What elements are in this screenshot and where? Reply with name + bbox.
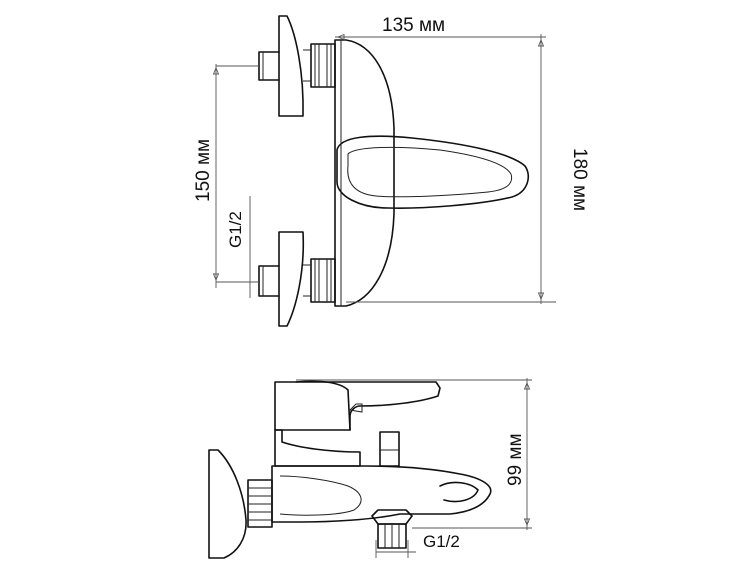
diverter-button [379,431,400,467]
top-view: 135 мм 180 мм 150 мм G1/2 [193,15,590,327]
upper-wall-flange [278,15,304,117]
spout-tip [439,481,479,503]
side-height-label: 99 мм [505,433,526,486]
side-thread-label: G1/2 [423,532,460,551]
side-body [271,465,492,523]
mixer-body [334,39,395,307]
top-spacing-label: 150 мм [193,139,214,202]
mixer-cap [274,429,361,467]
lower-inlet-pipe [258,265,280,297]
side-lever-notch [348,403,363,413]
side-lever-handle [295,381,441,431]
lever-handle-inner [347,146,513,198]
side-body-contour [279,475,362,516]
top-thread-label: G1/2 [226,211,245,248]
side-view: 99 мм G1/2 [208,378,532,559]
lever-handle [336,135,529,209]
lower-wall-flange [278,231,305,327]
upper-inlet-pipe [258,51,280,81]
side-wall-flange [208,449,247,559]
top-height-label: 180 мм [569,148,590,211]
mixer-column [274,380,351,431]
top-width-label: 135 мм [382,15,445,36]
